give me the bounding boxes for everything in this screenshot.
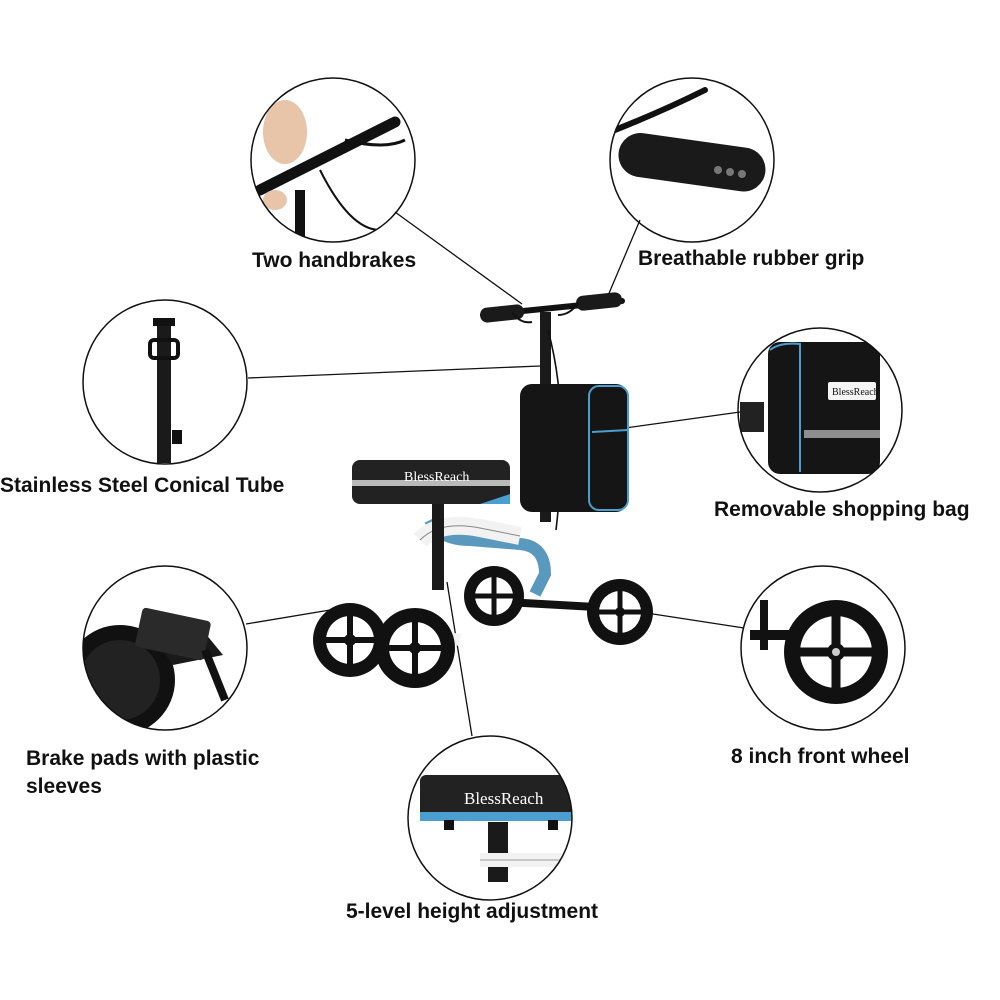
rear-wheel-left <box>313 603 387 677</box>
connector-handbrakes <box>394 211 523 305</box>
detail-grip <box>609 77 775 243</box>
connector-bag <box>624 411 741 429</box>
handlebar <box>480 292 625 324</box>
detail-front-wheel <box>740 565 906 731</box>
detail-frame-tube <box>82 299 248 465</box>
connector-grip <box>606 219 641 299</box>
label-shopping-bag: Removable shopping bag <box>714 498 970 521</box>
connector-front-wheel <box>639 611 745 629</box>
front-wheel-back <box>464 566 524 626</box>
detail-frame-handbrakes <box>250 77 416 243</box>
connector-lines <box>245 211 745 737</box>
label-brake-pads: Brake pads with plastic sleeves <box>26 747 260 798</box>
front-wheel-main <box>587 579 653 645</box>
label-rubber-grip: Breathable rubber grip <box>638 247 865 270</box>
connector-height <box>446 581 473 737</box>
detail-conical-tube <box>82 299 248 465</box>
rear-wheel-right <box>375 608 455 688</box>
scooter-bag <box>520 384 629 512</box>
detail-brake-pads <box>82 565 248 731</box>
knee-pad-brand: BlessReach <box>404 470 469 485</box>
detail-frame-bag <box>737 327 903 493</box>
connector-brake-pads <box>245 609 331 625</box>
knee-pad <box>352 460 510 504</box>
connector-tube <box>247 365 541 379</box>
knee-scooter: BlessReach <box>313 292 653 688</box>
detail-frame-height <box>407 735 573 901</box>
detail-frame-pads <box>82 565 248 731</box>
bag-brand: BlessReach <box>832 387 879 398</box>
detail-shopping-bag: BlessReach <box>737 327 903 493</box>
height-brand: BlessReach <box>464 789 544 808</box>
label-front-wheel: 8 inch front wheel <box>731 745 910 768</box>
label-height-adjustment: 5-level height adjustment <box>346 900 599 923</box>
detail-frame-wheel <box>740 565 906 731</box>
detail-handbrakes <box>250 77 416 243</box>
detail-frame-grip <box>609 77 775 243</box>
label-handbrakes: Two handbrakes <box>252 249 417 272</box>
label-conical-tube: Stainless Steel Conical Tube <box>0 474 285 497</box>
detail-height-adjustment: BlessReach <box>407 735 573 901</box>
